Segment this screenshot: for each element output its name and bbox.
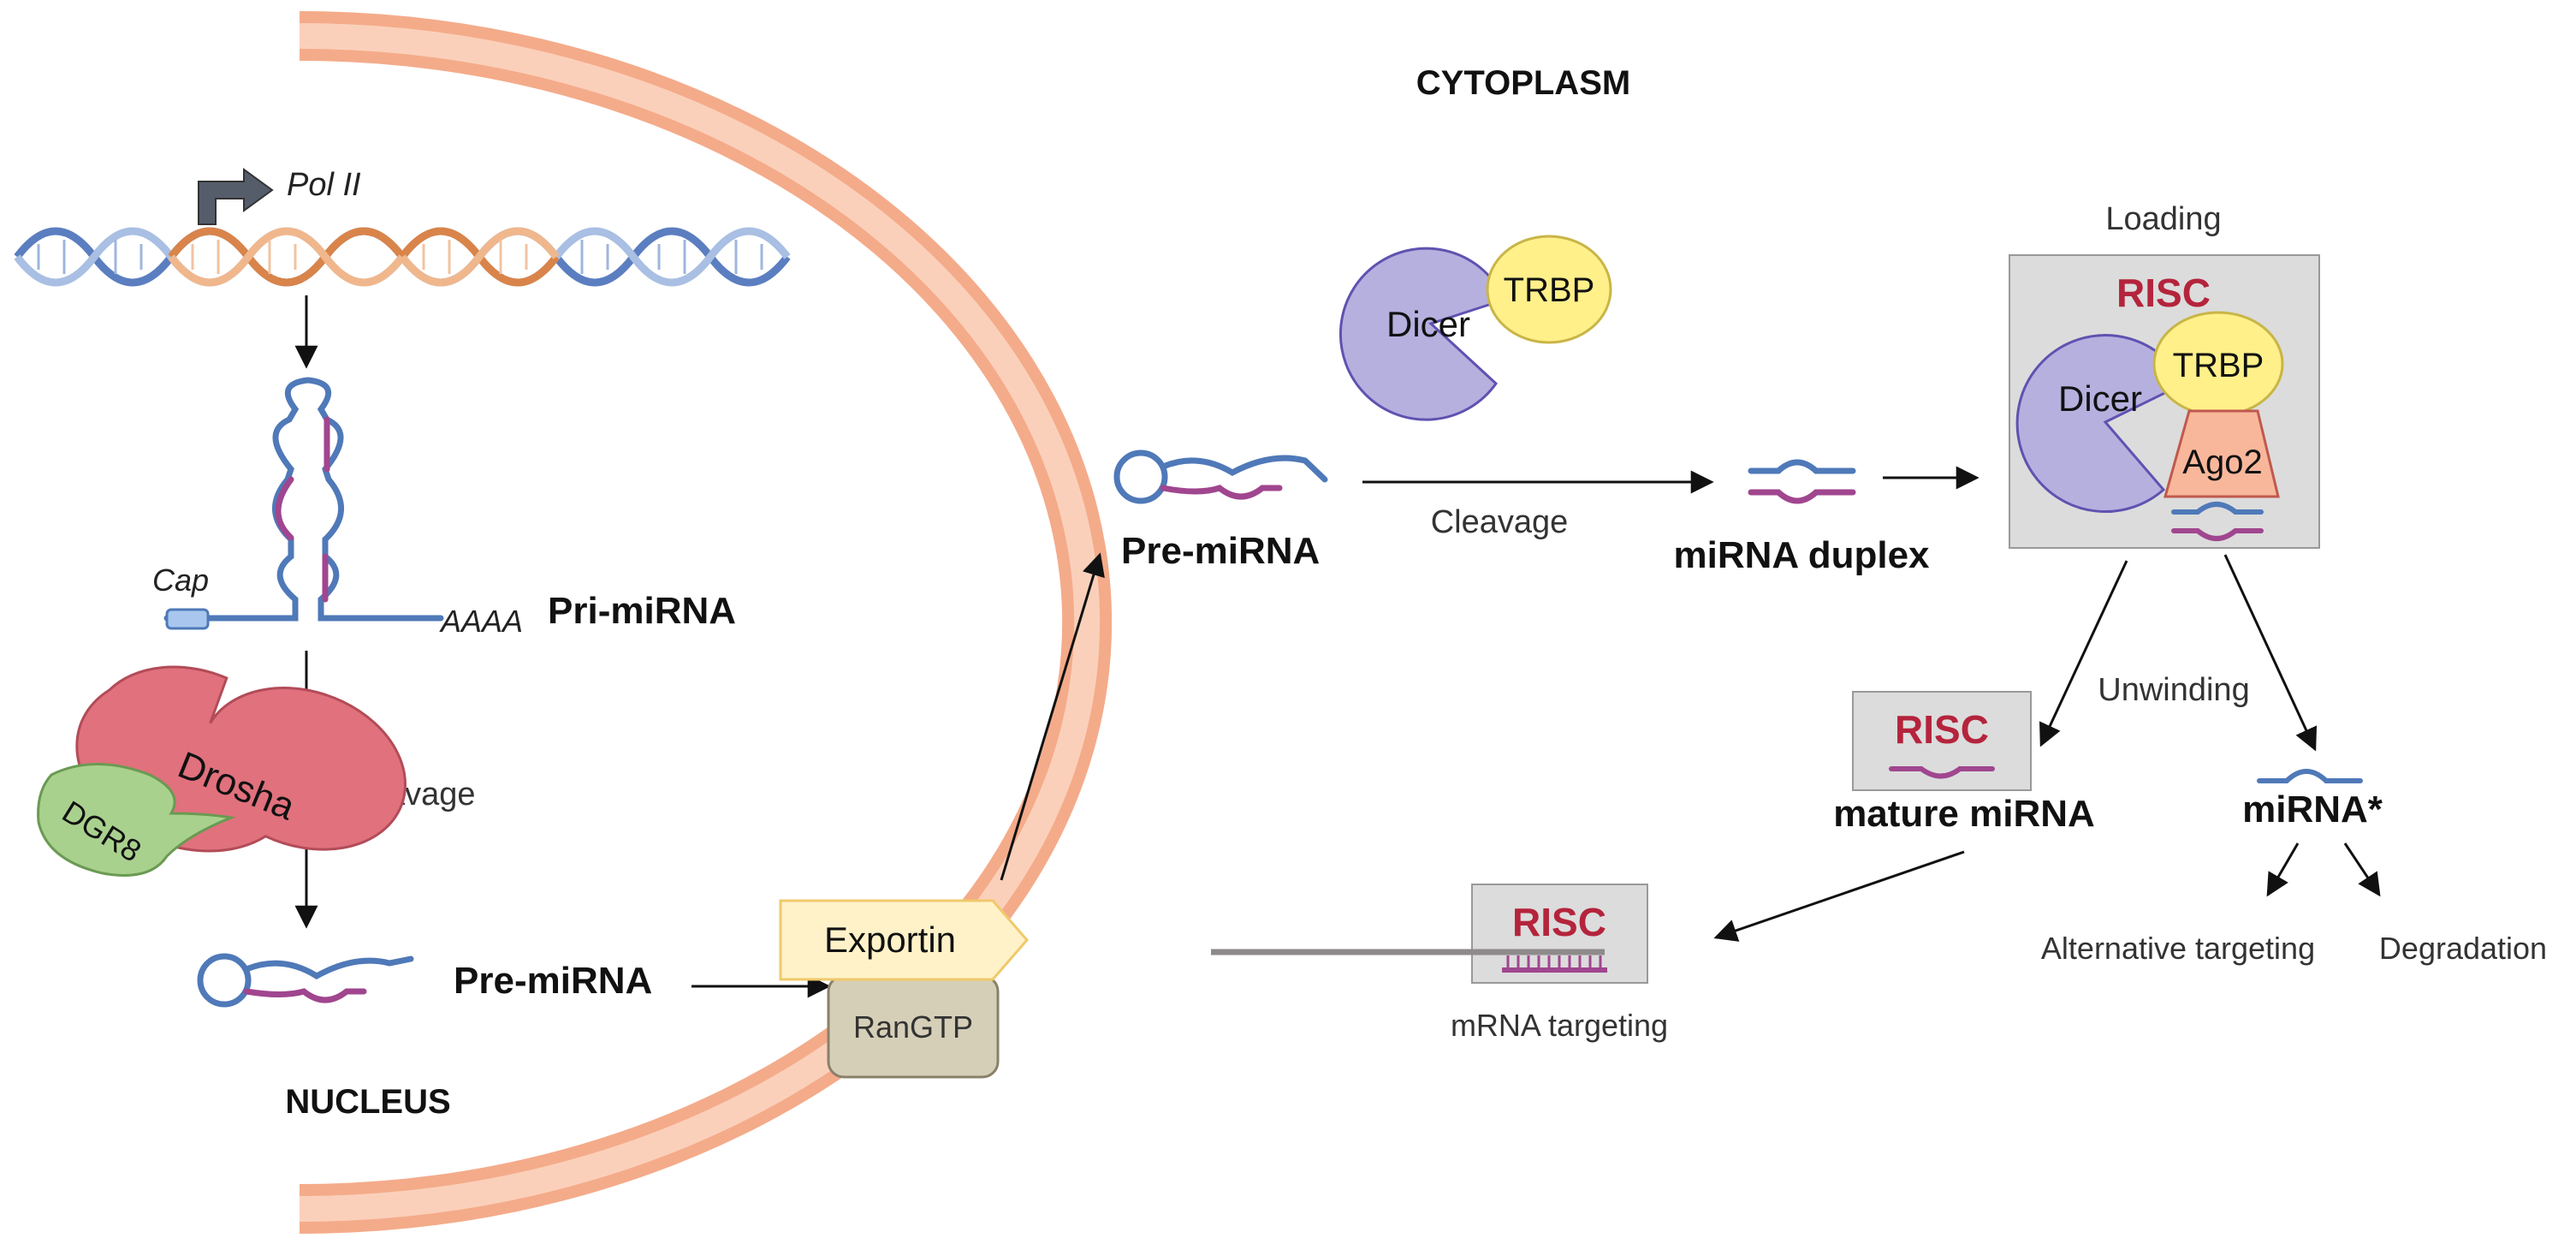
risc-dicer-protein (2015, 334, 2187, 514)
pre-mirna-nucleus-label: Pre-miRNA (454, 960, 652, 1002)
risc-loading-label: RISC (2116, 271, 2211, 315)
alt-targeting-arrow (2266, 842, 2300, 897)
mature-mirna-label: mature miRNA (1833, 793, 2095, 835)
nuclear-export-arrow (1000, 552, 1105, 881)
mirna-star-label: miRNA* (2242, 789, 2383, 830)
mirna-duplex-structure (1748, 459, 1856, 504)
promoter-arrow-icon (198, 168, 274, 225)
ago2-label: Ago2 (2182, 443, 2262, 481)
nucleus-label: NUCLEUS (285, 1083, 450, 1121)
rangtp-label: RanGTP (853, 1009, 973, 1045)
pol-ii-label: Pol II (287, 167, 361, 203)
degradation-arrow (2343, 842, 2381, 897)
unwinding-arrow-right (2223, 554, 2318, 752)
dgr8-protein (37, 763, 236, 877)
risc-dicer-label: Dicer (2058, 378, 2142, 419)
risc-loaded-duplex (2171, 502, 2264, 541)
pre-mirna-nucleus-structure (197, 953, 414, 1008)
exportin-protein (779, 899, 1029, 981)
cytoplasm-label: CYTOPLASM (1416, 64, 1630, 102)
risc-targeting-label: RISC (1512, 900, 1606, 944)
trbp-label: TRBP (1504, 271, 1595, 309)
mirna-duplex-label: miRNA duplex (1673, 534, 1930, 576)
pre-mirna-cytoplasm-label: Pre-miRNA (1121, 530, 1320, 572)
pri-mirna-label: Pri-miRNA (548, 590, 736, 632)
loading-label: Loading (2105, 201, 2221, 237)
dicer-label: Dicer (1386, 304, 1470, 344)
cap-icon (165, 608, 210, 630)
mirna-base-pairing (1506, 955, 1602, 967)
risc-mature-label: RISC (1895, 707, 1989, 752)
degradation-label: Degradation (2379, 931, 2547, 966)
targeting-arrow (1713, 850, 1965, 942)
unwinding-arrow-left (2039, 560, 2128, 747)
cytoplasm-cleavage-label: Cleavage (1431, 504, 1569, 540)
cap-label: Cap (152, 562, 209, 598)
trbp-protein (1486, 235, 1612, 344)
alternative-targeting-label: Alternative targeting (2041, 931, 2315, 966)
pri-mirna-structure (163, 377, 444, 630)
polya-label: AAAA (439, 604, 523, 639)
mature-mirna-strand (1889, 766, 1995, 779)
pre-mirna-cytoplasm-structure (1113, 449, 1328, 504)
mirna-star-strand (2257, 769, 2363, 783)
mrna-targeting-label: mRNA targeting (1451, 1008, 1668, 1043)
unwinding-label: Unwinding (2098, 672, 2249, 708)
exportin-label: Exportin (824, 920, 956, 960)
ago2-protein (2163, 409, 2280, 498)
dna-helix (14, 231, 791, 283)
risc-trbp-label: TRBP (2173, 347, 2264, 384)
nuclear-membrane-highlight (299, 23, 1101, 1222)
dicer-protein (1338, 247, 1507, 421)
